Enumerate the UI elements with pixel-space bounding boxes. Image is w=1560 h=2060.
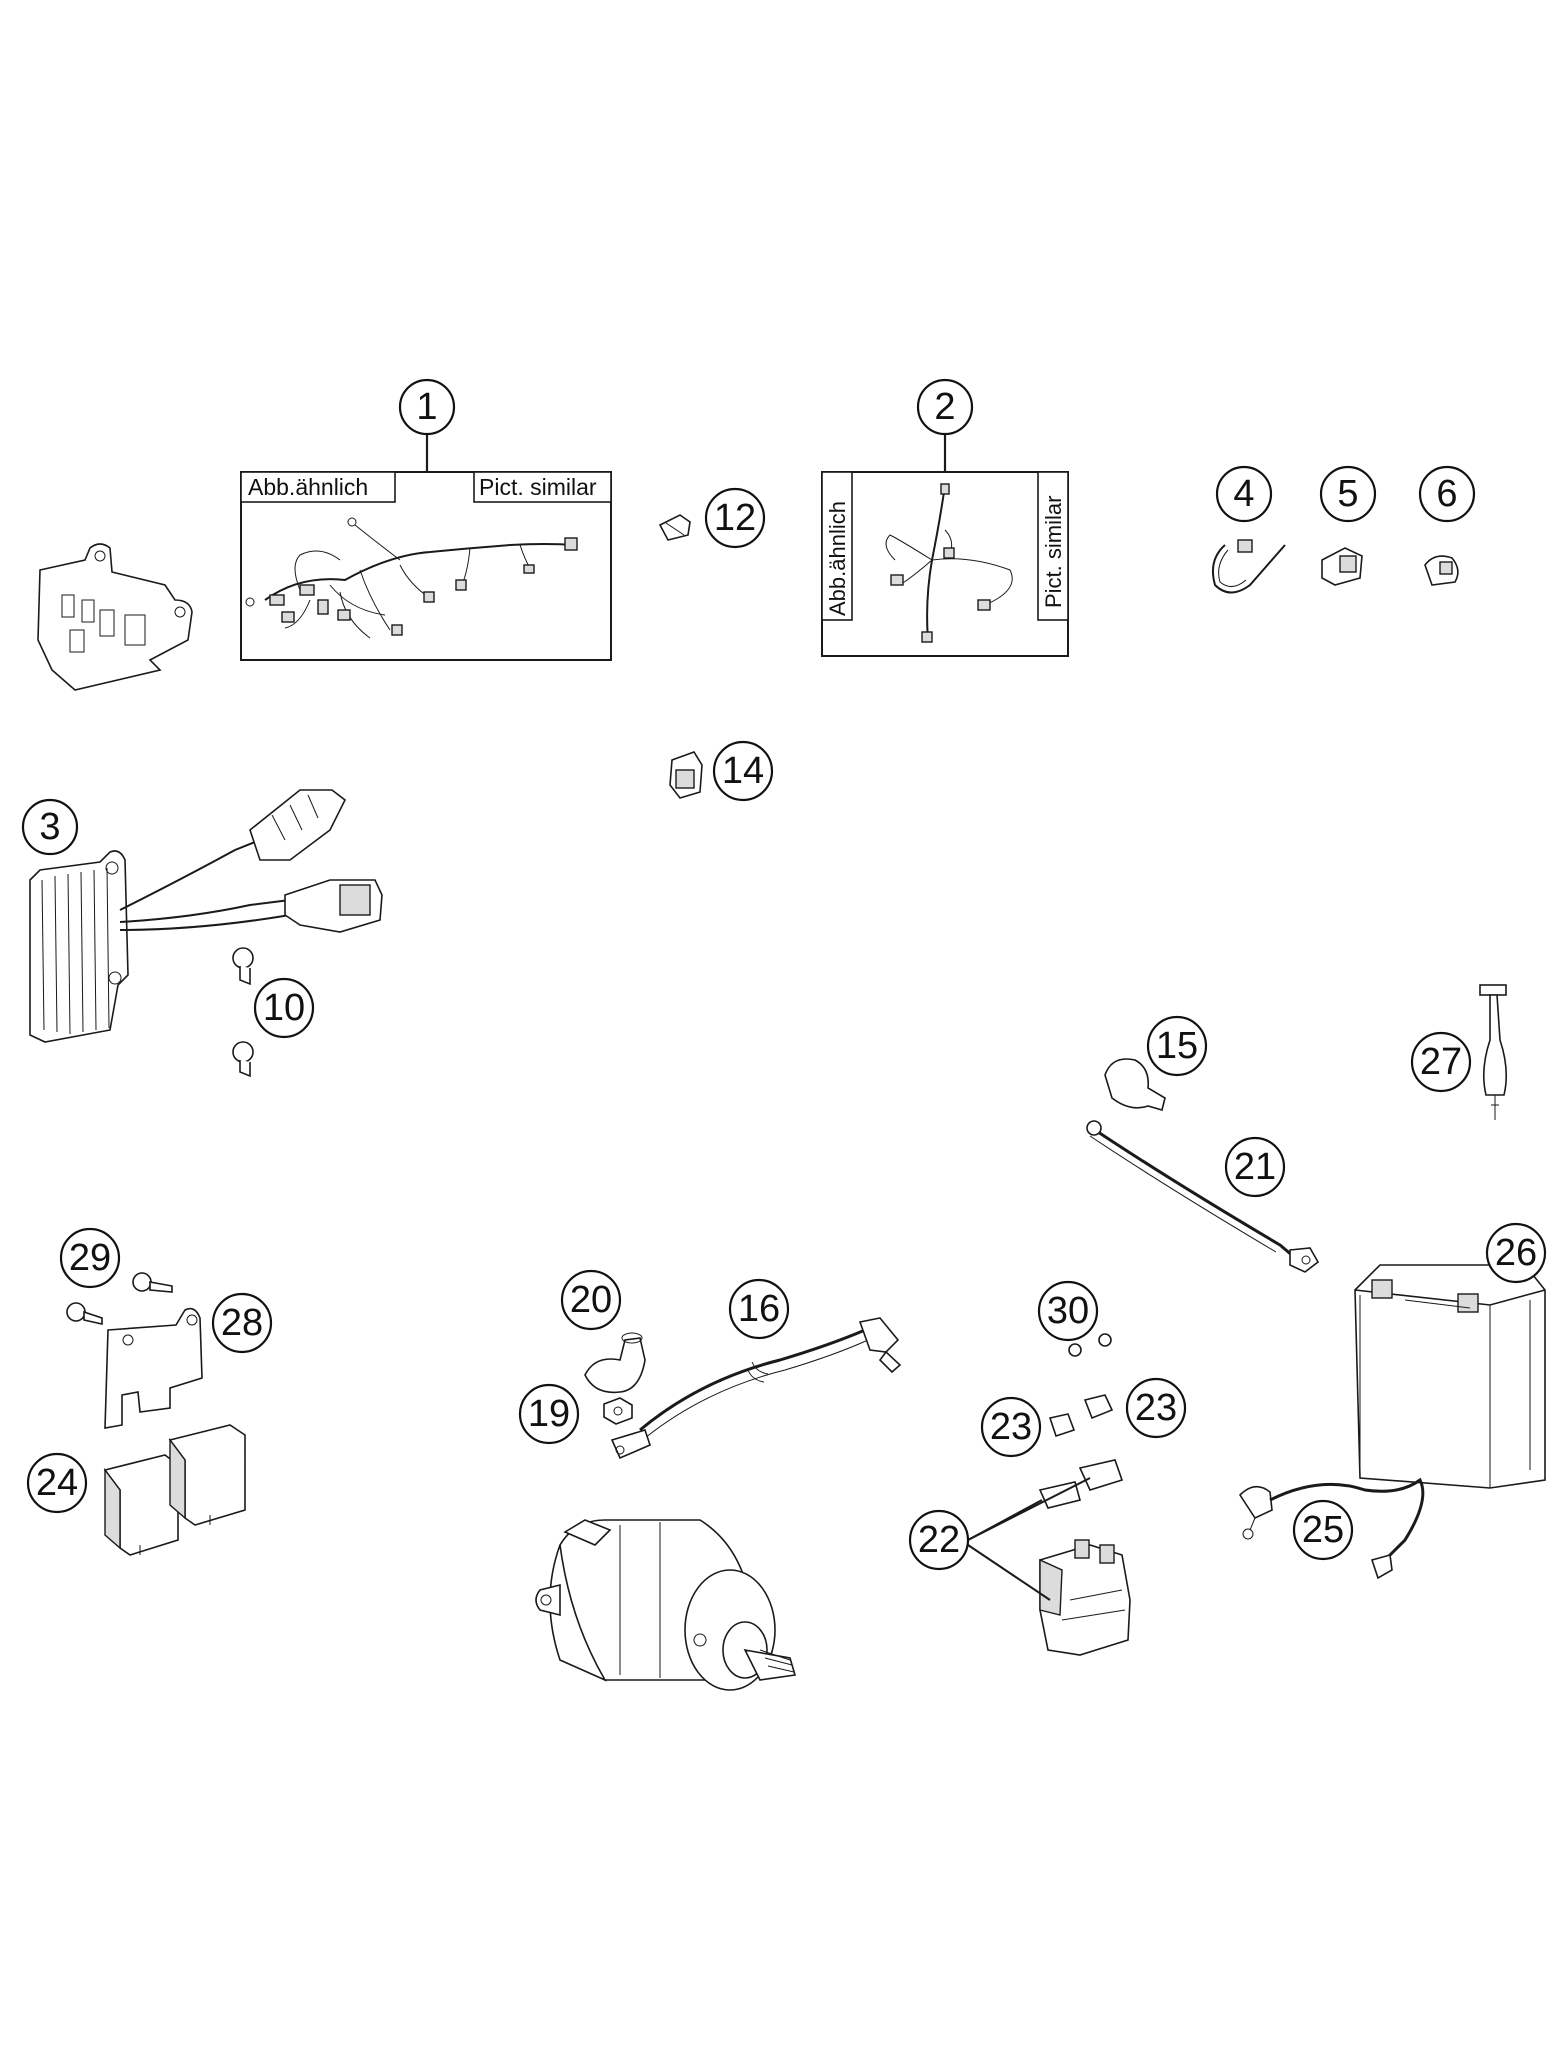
nut-icon (603, 1397, 633, 1425)
bulb-socket-icon (658, 514, 691, 541)
box2-left-label: Abb.ähnlich (825, 501, 850, 616)
svg-text:1: 1 (416, 386, 437, 428)
svg-text:29: 29 (69, 1237, 111, 1279)
svg-text:24: 24 (36, 1462, 78, 1504)
callout-2: 2 (916, 378, 974, 436)
callout-10: 10 (253, 977, 315, 1039)
starter-cable-icon (610, 1317, 902, 1460)
picture-box-1: Abb.ähnlich Pict. similar (240, 435, 612, 661)
leader-lines-22 (967, 1477, 1091, 1601)
callout-14: 14 (712, 740, 774, 802)
battery-icon (1354, 1264, 1546, 1489)
box1-right-label: Pict. similar (479, 474, 597, 500)
callout-5: 5 (1319, 465, 1377, 523)
screw-icon (232, 947, 254, 1078)
callout-23-upper: 23 (1125, 1377, 1187, 1439)
battery-cable-icon (1086, 1120, 1320, 1273)
relay-icon (103, 1424, 246, 1556)
callout-20: 20 (560, 1269, 622, 1331)
callout-1: 1 (398, 378, 456, 436)
svg-text:2: 2 (934, 386, 955, 428)
cable-clip-icon (1321, 547, 1363, 586)
starter-motor-icon (535, 1519, 797, 1691)
callout-21: 21 (1224, 1136, 1286, 1198)
callout-29: 29 (59, 1227, 121, 1289)
svg-text:3: 3 (39, 806, 60, 848)
svg-text:15: 15 (1156, 1025, 1198, 1067)
callout-27: 27 (1410, 1031, 1472, 1093)
callout-6: 6 (1418, 465, 1476, 523)
svg-text:22: 22 (918, 1519, 960, 1561)
callout-16: 16 (728, 1278, 790, 1340)
ground-cable-icon (1238, 1477, 1425, 1580)
callout-25: 25 (1292, 1499, 1354, 1561)
cable-clamp-icon (1424, 555, 1459, 586)
callout-19: 19 (518, 1383, 580, 1445)
callout-15: 15 (1146, 1015, 1208, 1077)
svg-text:20: 20 (570, 1279, 612, 1321)
voltage-regulator-icon (29, 789, 383, 1043)
svg-text:16: 16 (738, 1288, 780, 1330)
svg-text:28: 28 (221, 1302, 263, 1344)
callout-4: 4 (1215, 465, 1273, 523)
callout-3: 3 (21, 798, 79, 856)
callout-12: 12 (704, 487, 766, 549)
fuse-icon (1038, 1394, 1124, 1509)
box2-right-label: Pict. similar (1041, 496, 1066, 608)
svg-text:21: 21 (1234, 1146, 1276, 1188)
terminal-cap-icon (1104, 1058, 1166, 1111)
callout-23-lower: 23 (980, 1396, 1042, 1458)
callout-26: 26 (1485, 1222, 1547, 1284)
mounting-bracket-icon (37, 543, 193, 691)
svg-text:25: 25 (1302, 1509, 1344, 1551)
dipstick-icon (1479, 984, 1508, 1120)
svg-text:5: 5 (1337, 473, 1358, 515)
svg-text:6: 6 (1436, 473, 1457, 515)
sub-wiring-harness-icon (885, 483, 1013, 643)
picture-box-2: Abb.ähnlich Pict. similar (821, 435, 1069, 657)
callout-30: 30 (1037, 1280, 1099, 1342)
svg-text:23: 23 (990, 1406, 1032, 1448)
svg-text:30: 30 (1047, 1290, 1089, 1332)
svg-text:19: 19 (528, 1393, 570, 1435)
svg-text:14: 14 (722, 750, 764, 792)
box1-left-label: Abb.ähnlich (248, 474, 368, 500)
callout-28: 28 (211, 1292, 273, 1354)
terminal-cap-icon (584, 1332, 646, 1394)
starter-relay-icon (1039, 1539, 1131, 1656)
screw-icon (66, 1272, 173, 1325)
screw-icon (1068, 1333, 1112, 1357)
svg-text:27: 27 (1420, 1041, 1462, 1083)
callout-22: 22 (908, 1509, 970, 1571)
connector-icon (669, 751, 703, 799)
svg-text:12: 12 (714, 497, 756, 539)
svg-text:4: 4 (1233, 473, 1254, 515)
cable-tie-icon (1212, 539, 1286, 594)
relay-bracket-icon (104, 1307, 203, 1429)
svg-text:26: 26 (1495, 1232, 1537, 1274)
svg-text:10: 10 (263, 987, 305, 1029)
svg-text:23: 23 (1135, 1387, 1177, 1429)
main-wiring-harness-icon (245, 517, 578, 639)
callout-24: 24 (26, 1452, 88, 1514)
